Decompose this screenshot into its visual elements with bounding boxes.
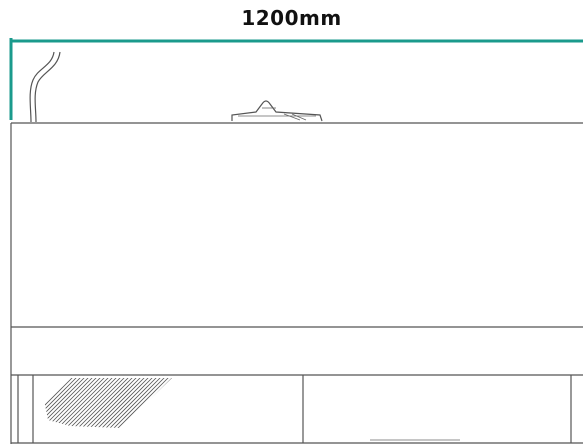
hatch-line <box>38 378 91 428</box>
hatch-line <box>147 378 172 428</box>
hatch-line <box>59 378 115 428</box>
width-dimension-line <box>9 38 583 120</box>
hatch-line <box>75 378 131 428</box>
hatch-line <box>196 376 250 430</box>
hatch-line <box>159 378 172 428</box>
hatch-line <box>67 378 123 428</box>
hatch-line <box>200 376 254 430</box>
top-fitting <box>231 100 323 122</box>
hatch-line <box>127 378 172 428</box>
hatch-line <box>43 378 99 428</box>
hatch-line <box>163 378 172 428</box>
hatch-line <box>103 378 159 428</box>
hatch-line <box>38 378 87 428</box>
hatch-line <box>171 378 172 428</box>
hatch-line <box>38 378 83 428</box>
hatch-line <box>63 378 119 428</box>
hatch-line <box>135 378 172 428</box>
hatch-line <box>107 378 163 428</box>
hatch-line <box>99 378 155 428</box>
hatch-line <box>188 376 242 430</box>
hatch-line <box>155 378 172 428</box>
hatch-line <box>184 376 238 430</box>
hatch-line <box>38 378 79 428</box>
hatch-line <box>87 378 143 428</box>
lower-compartments <box>17 375 572 443</box>
hatch-line <box>176 376 230 430</box>
hatch-line <box>39 378 95 428</box>
hatch-line <box>51 378 107 428</box>
hatch-line <box>119 378 172 428</box>
hatch-line <box>151 378 172 428</box>
hatch-line <box>71 378 127 428</box>
hatch-line <box>111 378 167 428</box>
width-dimension-label: 1200mm <box>241 6 342 30</box>
hatched-section <box>38 376 262 430</box>
hatch-line <box>167 378 172 428</box>
hatch-line <box>79 378 135 428</box>
hatch-line <box>38 378 75 428</box>
hatch-line <box>180 376 234 430</box>
hatch-line <box>123 378 172 428</box>
hatch-line <box>139 378 172 428</box>
hatch-line <box>143 378 172 428</box>
hatch-line <box>204 376 258 430</box>
hatch-line <box>131 378 172 428</box>
hatch-line <box>95 378 151 428</box>
hatch-line <box>208 376 262 430</box>
power-cable <box>29 51 61 123</box>
hatch-line <box>47 378 103 428</box>
hatch-line <box>115 378 171 428</box>
hatch-line <box>192 376 246 430</box>
hatch-line <box>91 378 147 428</box>
hatch-line <box>55 378 111 428</box>
cabinet-body <box>10 122 583 444</box>
hatch-line <box>83 378 139 428</box>
